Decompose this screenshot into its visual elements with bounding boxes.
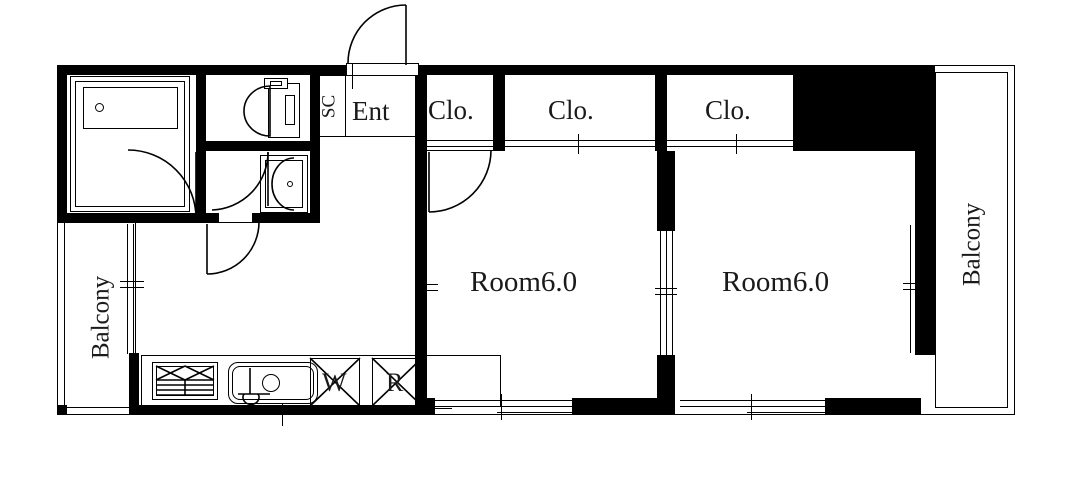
- room-left-door-head: [427, 150, 493, 151]
- wall-closet-divider-1: [493, 65, 505, 151]
- wall-top-west: [57, 65, 320, 75]
- wall-bottom-corner-w: [57, 405, 67, 415]
- toilet-lever: [264, 78, 288, 89]
- kitchen-sink: [228, 362, 318, 404]
- structural-block: [793, 65, 935, 151]
- room-left-label: Room6.0: [470, 266, 578, 298]
- balcony-right-rail: [935, 72, 1008, 408]
- wall-washroom-hall: [310, 65, 320, 223]
- wall-dk-room: [415, 217, 427, 415]
- entrance-label: Ent: [352, 96, 390, 126]
- closet-3-label: Clo.: [705, 95, 751, 125]
- wall-bath-washroom: [196, 145, 206, 223]
- washer-space-cross: [309, 357, 361, 407]
- bathroom-door-arc: [127, 149, 197, 219]
- west-slider-b: [133, 224, 134, 354]
- south-slider-r-c: [747, 412, 832, 413]
- kitchen-slider-b: [222, 414, 452, 415]
- kitchen-counter: [141, 355, 501, 407]
- closet-1-door-a: [427, 140, 495, 141]
- balcony-right-label: Balcony: [958, 202, 986, 287]
- refrigerator-label: R: [386, 368, 404, 397]
- wall-toilet-washroom: [206, 141, 320, 151]
- room-left-door-arc: [428, 149, 492, 213]
- bathtub-drain: [95, 103, 104, 112]
- toilet-bowl: [243, 85, 271, 137]
- wall-wet-bottom-c: [205, 213, 219, 223]
- wall-wet-bottom-b: [147, 213, 205, 223]
- wall-wet-bottom-a: [57, 213, 147, 223]
- south-slider-l-c: [497, 412, 580, 413]
- refrigerator-space-cross: [371, 357, 423, 407]
- bathroom-inner-outline: [75, 81, 185, 207]
- bathroom-window-c: [63, 150, 64, 206]
- wall-balcony-dk-lower: [129, 353, 139, 415]
- sc-divider: [345, 75, 346, 137]
- room-partition-a: [660, 231, 661, 355]
- wall-closet-divider-2: [655, 65, 667, 151]
- wall-bottom-room-left: [572, 398, 667, 415]
- wall-east-interior: [915, 65, 935, 355]
- closet-1-label: Clo.: [428, 95, 474, 125]
- toilet-tank-detail: [285, 95, 295, 125]
- washbasin-drain: [287, 181, 293, 187]
- wall-bath-toilet: [196, 65, 206, 145]
- room-partition-c: [672, 231, 673, 355]
- gas-stove: [152, 362, 218, 400]
- wall-between-rooms-top: [657, 151, 675, 231]
- washbasin-counter: [260, 155, 308, 213]
- sink-faucet: [238, 368, 270, 406]
- bathtub: [83, 87, 178, 129]
- kitchen-sink-inner: [232, 366, 314, 400]
- sink-drain: [262, 374, 280, 392]
- dk-washroom-door-arc: [206, 221, 260, 275]
- wall-bottom-dk: [137, 405, 425, 415]
- room-left-west-slider-b: [425, 220, 426, 398]
- refrigerator-space: [372, 358, 422, 406]
- room-partition-b: [666, 231, 667, 355]
- gas-stove-burners: [155, 365, 215, 396]
- kitchen-slider-a: [222, 408, 452, 409]
- shoe-closet-label: SC: [318, 94, 340, 119]
- washbasin-bowl: [271, 157, 295, 211]
- wall-bottom-room-right: [825, 398, 921, 415]
- room-right-label: Room6.0: [722, 266, 830, 298]
- washer-label: W: [322, 368, 347, 397]
- washer-space: [310, 358, 360, 406]
- bathroom-window-a: [58, 150, 66, 151]
- bathroom-window-b: [58, 206, 66, 207]
- balcony-left-label: Balcony: [87, 275, 115, 360]
- washroom-door-arc: [211, 151, 269, 211]
- west-slider-a: [127, 224, 128, 354]
- entrance-door-arc: [347, 4, 407, 65]
- wall-wet-bottom-d: [252, 213, 320, 223]
- closet-1-door-b: [427, 146, 495, 147]
- wall-west-wet: [57, 65, 67, 223]
- closet-2-label: Clo.: [548, 95, 594, 125]
- entrance-step-line: [352, 63, 353, 89]
- entrance-door-threshold: [346, 63, 419, 76]
- room-left-west-slider-a: [419, 220, 420, 398]
- bathroom-unit-outline: [70, 76, 190, 212]
- washroom-door-head: [210, 150, 270, 151]
- wall-top-entrance-left: [320, 65, 346, 75]
- wall-top-east: [425, 65, 935, 75]
- toilet-lever-detail: [270, 81, 282, 86]
- dk-door-head: [205, 222, 255, 223]
